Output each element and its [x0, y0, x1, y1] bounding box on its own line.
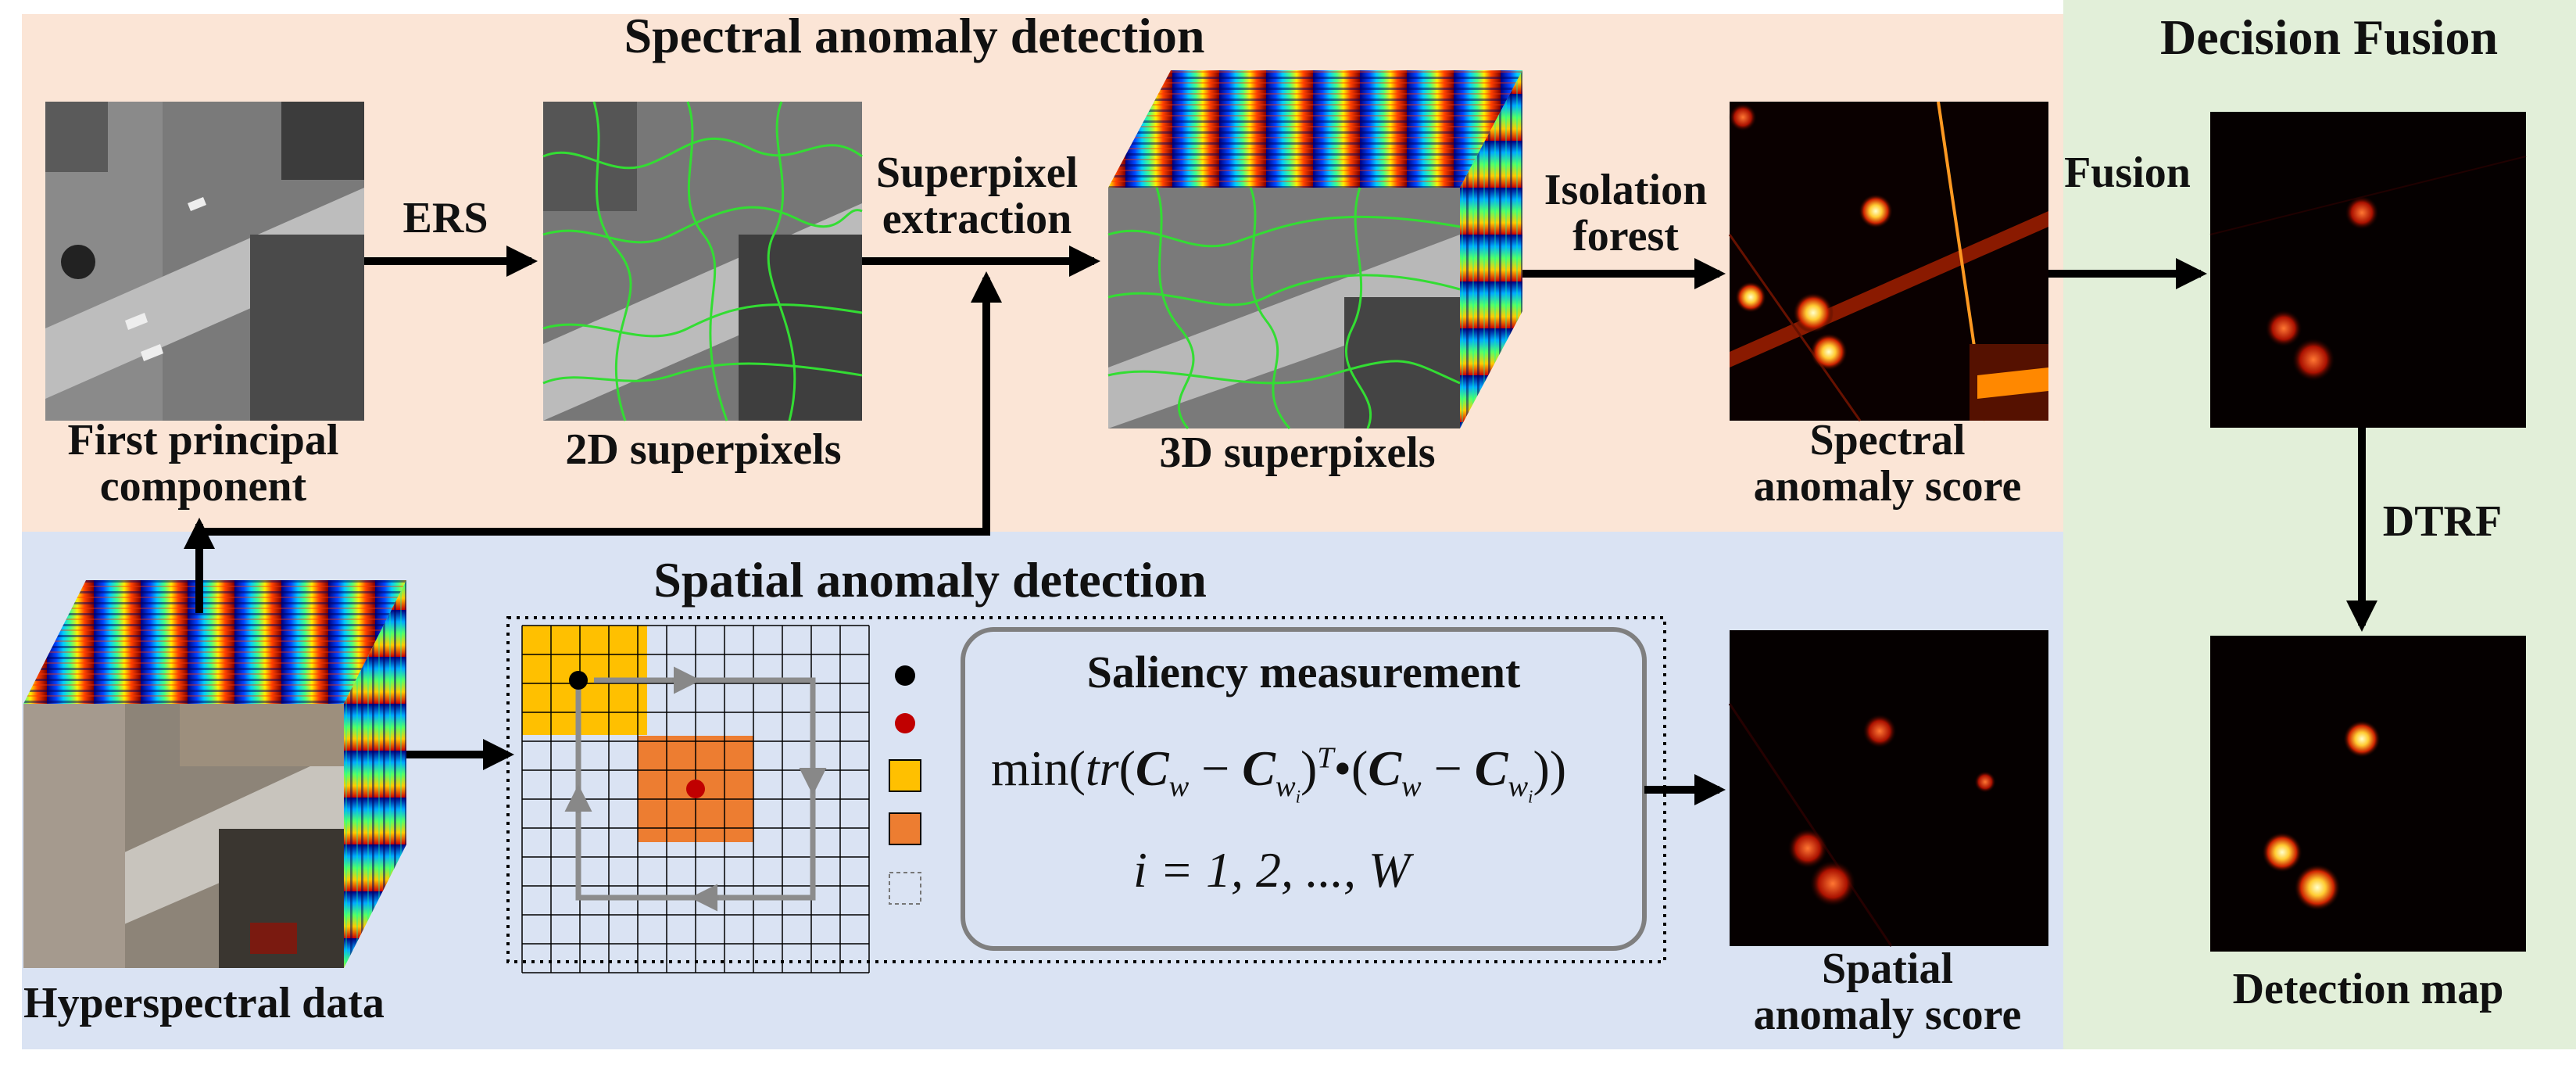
arrows [184, 246, 2377, 805]
fused-score-image [2209, 112, 2527, 428]
red-dot-icon [895, 713, 915, 733]
first-pc-label-line2: component [99, 461, 307, 511]
black-dot-icon [895, 665, 915, 686]
formula-tr: tr [1085, 740, 1119, 796]
ers-label: ERS [402, 194, 488, 242]
detection-map-image [2210, 636, 2526, 952]
spatial-section-title: Spatial anomaly detection [653, 552, 1207, 608]
superpixel-extraction-line2: extraction [882, 194, 1072, 243]
saliency-formula: min(tr(Cw − Cwi)T•(Cw − Cwi)) [991, 740, 1567, 807]
orange-square-icon [889, 812, 921, 845]
dual-window-grid [506, 616, 1666, 973]
superpixel-extraction-line1: Superpixel [875, 149, 1079, 197]
isolation-forest-line2: forest [1572, 211, 1679, 260]
spatial-score-label: Spatial anomaly score [1704, 946, 2071, 1038]
arrow-up-icon [199, 271, 1002, 536]
hyperspectral-label: Hyperspectral data [23, 979, 385, 1027]
hyperspectral-cube [23, 580, 406, 968]
formula-min: min( [991, 740, 1086, 796]
superpixel-extraction-label: Superpixel extraction [860, 150, 1094, 242]
spatial-score-label-line2: anomaly score [1753, 990, 2022, 1039]
fusion-section-title: Decision Fusion [2159, 9, 2499, 65]
superpixels-3d-cube [1107, 70, 1522, 429]
isolation-forest-label: Isolation forest [1524, 167, 1727, 260]
spatial-anomaly-score-image [1728, 630, 2048, 947]
dashed-square-icon [889, 872, 921, 905]
spectral-score-label-line2: anomaly score [1753, 461, 2022, 511]
superpixels-2d-image [542, 101, 863, 421]
spatial-score-label-line1: Spatial [1821, 945, 1954, 993]
spectral-score-label-line1: Spectral [1809, 416, 1966, 464]
superpixels-2d-label: 2D superpixels [565, 425, 842, 474]
saliency-title: Saliency measurement [1086, 647, 1521, 697]
spectral-score-label: Spectral anomaly score [1704, 418, 2071, 510]
legend [889, 665, 921, 905]
spectral-section-title: Spectral anomaly detection [624, 8, 1205, 63]
yellow-square-icon [889, 759, 921, 792]
saliency-index-range: i = 1, 2, ..., W [1133, 842, 1411, 898]
first-principal-component-image [45, 102, 364, 421]
dtrf-label: DTRF [2382, 497, 2503, 546]
fusion-label: Fusion [2064, 149, 2191, 197]
first-pc-label: First principal component [31, 418, 375, 510]
detection-map-label: Detection map [2232, 965, 2504, 1013]
superpixels-3d-label: 3D superpixels [1159, 428, 1436, 477]
first-pc-label-line1: First principal [67, 416, 339, 464]
isolation-forest-line1: Isolation [1544, 166, 1708, 214]
spectral-anomaly-score-image [1728, 101, 2048, 421]
